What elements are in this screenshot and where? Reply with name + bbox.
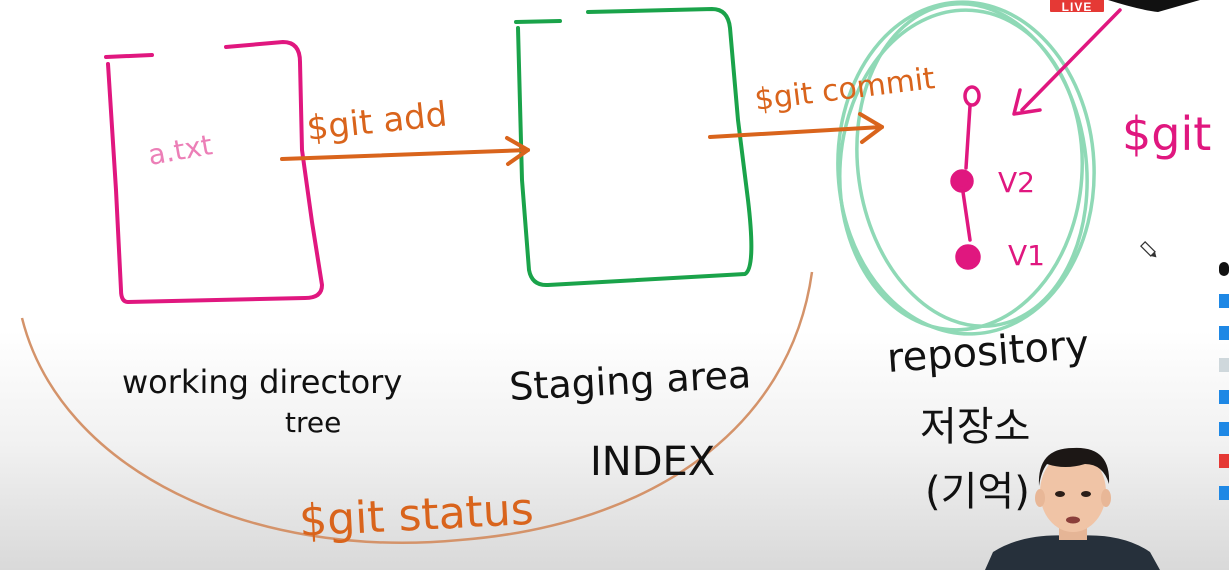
log-pointer-arrow: [1012, 8, 1122, 116]
staging-area-box: [514, 7, 754, 288]
working-directory-box: [104, 40, 324, 304]
v2-label: V2: [998, 166, 1035, 199]
side-chip: [1219, 422, 1229, 436]
repository-label-line3: (기억): [925, 469, 1030, 515]
side-toolbar-strip: [1219, 262, 1229, 570]
file-label: a.txt: [145, 128, 214, 172]
side-chip: [1219, 294, 1229, 308]
commit-history: [950, 85, 981, 270]
corner-overlay: [1108, 0, 1200, 12]
pencil-cursor-icon: [1140, 241, 1157, 258]
commit-head-node: [963, 85, 981, 107]
v1-label: V1: [1008, 239, 1045, 272]
repository-label-line1: repository: [885, 322, 1090, 382]
live-badge: LIVE: [1048, 0, 1106, 14]
repository-label-line2: 저장소: [920, 404, 1030, 450]
git-log-label: $git log: [1122, 107, 1229, 161]
presenter-webcam: [985, 447, 1160, 570]
working-directory-label-line2: tree: [285, 406, 341, 439]
staging-area-label-line2: INDEX: [590, 439, 715, 485]
side-dot: [1219, 262, 1229, 276]
git-add-arrow: [280, 136, 530, 166]
git-log-text: $git log: [1122, 107, 1229, 161]
git-status-label: $git status: [298, 484, 535, 547]
commit-v1-node: [955, 244, 981, 270]
repository-circle: [836, 0, 1096, 336]
git-add-label: $git add: [305, 94, 449, 148]
side-chip: [1219, 454, 1229, 468]
side-chip: [1219, 358, 1229, 372]
side-chip: [1219, 326, 1229, 340]
working-directory-label-line1: working directory: [122, 363, 402, 401]
side-chip: [1219, 486, 1229, 500]
side-chip: [1219, 390, 1229, 404]
status-arc: [20, 271, 814, 544]
staging-area-label-line1: Staging area: [508, 352, 752, 409]
git-commit-arrow: [708, 112, 884, 144]
